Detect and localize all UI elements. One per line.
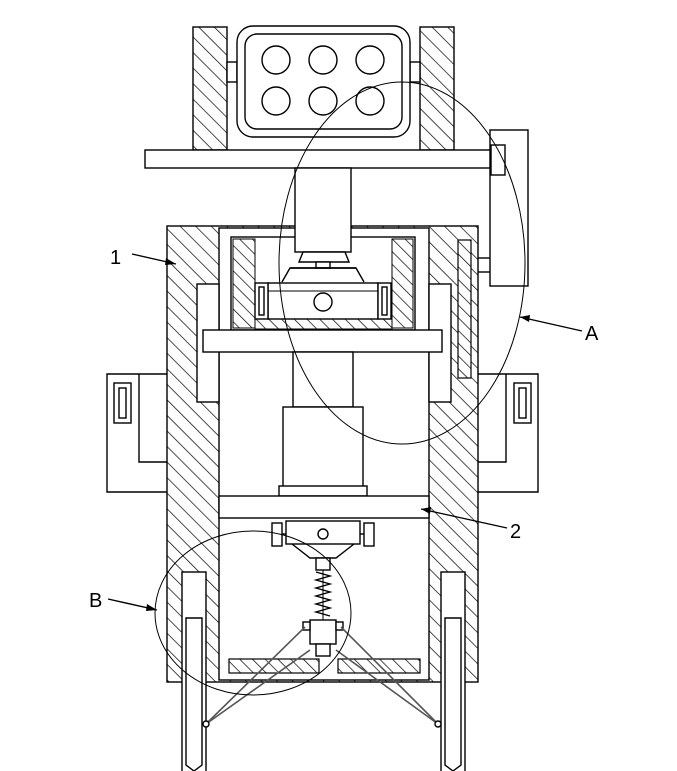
detail-circle-a: [278, 81, 526, 445]
label-b-text: B: [89, 590, 102, 612]
legs: [181, 571, 466, 771]
cross-plate: [202, 329, 443, 353]
label-a-text: A: [585, 323, 599, 345]
left-handle: [106, 373, 167, 493]
label-part-1: 1: [110, 247, 177, 269]
lamp-bulbs: [261, 45, 385, 116]
upper-frame: [230, 167, 416, 331]
right-handle: [478, 373, 539, 493]
top-plate: [144, 149, 503, 169]
middle-plate: [218, 495, 430, 519]
label-detail-a: A: [519, 315, 599, 345]
label-2-text: 2: [510, 521, 521, 543]
label-part-2: 2: [420, 507, 521, 543]
label-detail-b: B: [89, 590, 158, 612]
label-1-text: 1: [110, 247, 121, 269]
lift-cylinder: [278, 351, 368, 497]
side-bracket: [478, 129, 529, 287]
lower-mechanism: [205, 520, 439, 725]
lamp-assembly: [144, 25, 503, 169]
detail-circle-b: [154, 530, 352, 696]
